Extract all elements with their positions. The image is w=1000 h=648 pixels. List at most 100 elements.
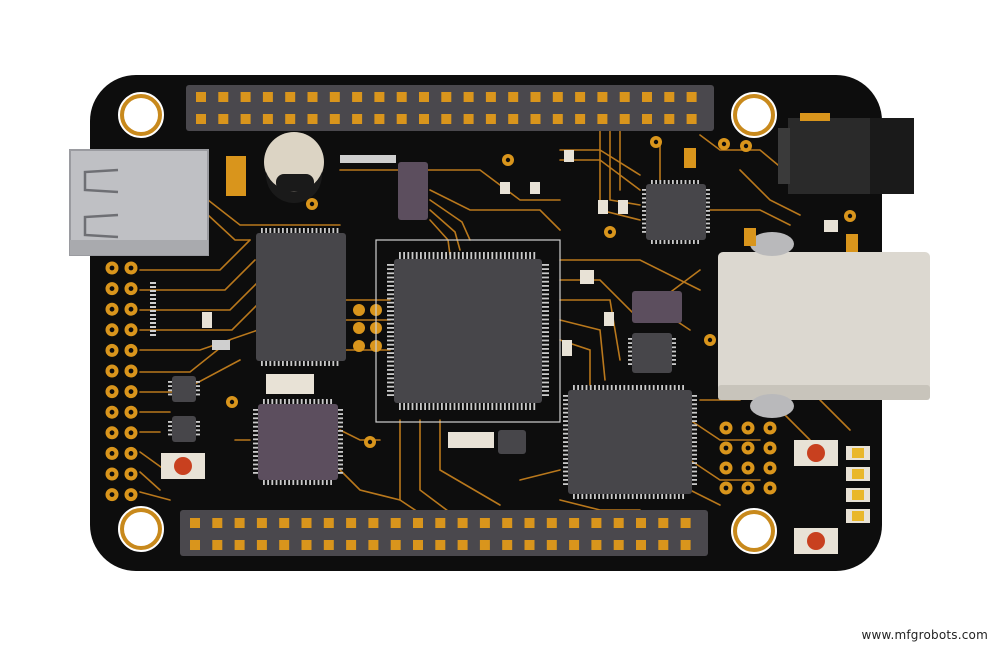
via-pad [353,340,365,352]
edge-pad-hole [128,430,134,436]
header-pin [636,540,646,550]
chip-pin [697,180,699,184]
chip-pin [168,389,172,392]
chip-pin [693,240,695,244]
chip-pin [692,424,697,427]
chip-pin [631,494,634,499]
chip-pin [676,240,678,244]
header-pin [619,114,630,124]
chip-pin [432,252,435,259]
header-pin [368,540,379,550]
chip-pin [387,289,394,291]
chip-pin [336,361,339,366]
chip-pin [253,463,258,466]
header-pin [636,518,646,528]
chip-pin [449,403,452,410]
chip-pin [253,438,258,441]
chip-pin [168,421,172,423]
header-pin [279,518,290,528]
silk-mark [150,322,156,324]
header-pin [441,92,452,102]
chip-pin [642,218,646,221]
header-pin [240,92,251,102]
chip-pin [483,403,485,410]
header-pin [190,540,200,550]
chip-pin [432,403,435,410]
chip-pin [542,352,549,354]
header-pin [352,92,363,102]
chip-pin [642,231,646,233]
chip-pin [589,385,592,390]
chip-pin [296,480,299,485]
chip-pin [672,338,676,340]
chip-pin [692,420,697,422]
top-header-pins [196,92,697,124]
chip-pin [271,480,274,485]
chip-pin [387,268,394,270]
sot-chip-b-body [172,416,196,442]
via-hole [723,445,729,451]
chip-pin [271,399,274,404]
chip-pin [387,335,394,338]
via-hole [767,485,773,491]
cpu-silkscreen-outline [375,239,561,423]
silk-mark [150,326,156,328]
header-pin [301,540,312,550]
chip-pin [644,494,647,499]
header-pin [569,540,580,550]
chip-pin [253,425,258,428]
chip-pin [338,451,343,453]
header-pin [234,540,245,550]
chip-pin [659,180,662,184]
chip-pin [319,228,322,233]
smd-part [226,156,246,196]
chip-pin [253,442,258,445]
chip-pin [642,205,646,208]
chip-pin [542,285,549,287]
chip-pin [642,210,646,212]
mounting-hole-ring [731,92,777,138]
chip-pin [168,385,172,387]
smd-part [744,228,756,246]
chip-pin [542,276,549,279]
chip-pin [542,360,549,363]
chip-pin [453,252,456,259]
silk-mark [150,330,156,332]
chip-pin [317,399,320,404]
chip-pin [573,385,575,390]
smd-part [618,200,628,214]
chip-pin [542,373,549,375]
chip-pin [474,403,477,410]
chip-pin [309,399,311,404]
chip-pin [563,420,568,422]
crystal-chip-body [398,162,428,220]
chip-pin [470,403,473,410]
chip-pin [655,240,657,244]
chip-pin [644,385,647,390]
chip-pin [399,252,401,259]
chip-pin [253,409,258,411]
edge-pad-hole [128,348,134,353]
chip-pin [321,399,324,404]
chip-pin [684,180,687,184]
chip-pin [338,438,343,441]
via-hole [309,201,315,207]
edge-pad-hole [109,409,115,415]
header-pin [279,540,290,550]
chip-pin [594,494,596,499]
header-pin [435,540,446,550]
cpu-chip-body [394,259,542,403]
chip-pin [261,228,263,233]
header-pin [575,114,586,124]
top-pin-header [186,85,714,131]
chip-pin [300,399,303,404]
chip-pin [563,424,568,427]
chip-pin [387,390,394,392]
header-pin [619,92,630,102]
chip-pin [495,403,498,410]
chip-pin [516,252,519,259]
chip-pin [267,399,269,404]
regulator-chip [498,430,526,454]
chip-pin [628,342,632,344]
header-pin [323,518,334,528]
